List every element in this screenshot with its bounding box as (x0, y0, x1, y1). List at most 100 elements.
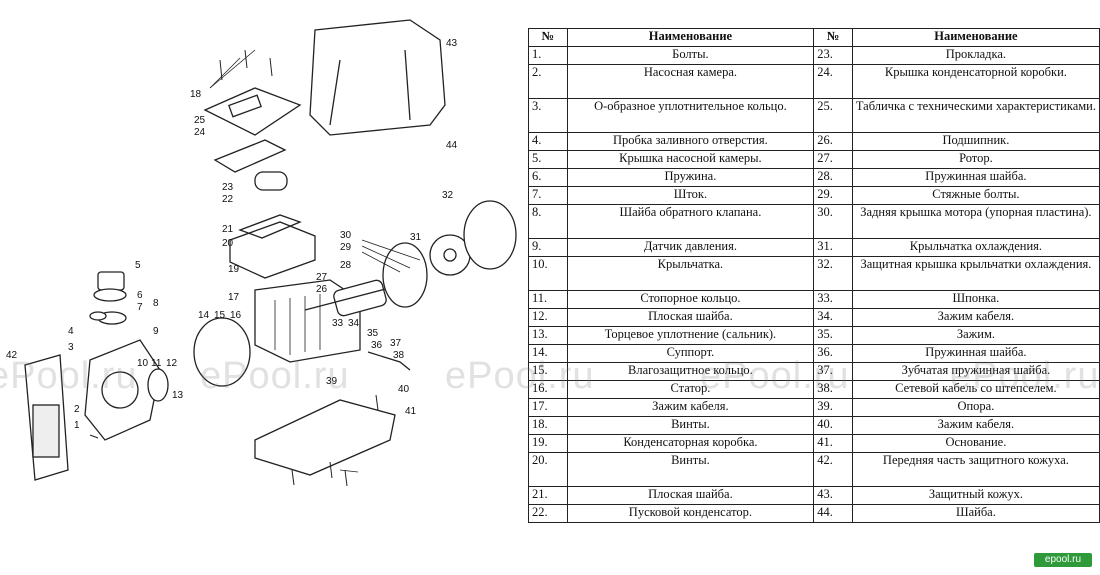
rear-motor-cover (382, 242, 428, 308)
table-row: 18.Винты.40.Зажим кабеля. (528, 416, 1100, 435)
part-name: Защитная крышка крыльчатки охлаждения. (851, 256, 1100, 291)
part-number: 6. (528, 168, 568, 187)
watermark-4: ePool.ru (700, 355, 850, 397)
part-number: 14. (528, 344, 568, 363)
callout-34: 34 (348, 318, 360, 329)
callout-5: 5 (135, 260, 141, 271)
callout-2: 2 (74, 404, 80, 415)
part-number: 32. (813, 256, 853, 291)
protective-cover-43 (309, 19, 446, 136)
part-number: 2. (528, 64, 568, 99)
callout-23: 23 (222, 182, 234, 193)
part-name: Опора. (851, 398, 1100, 417)
motor-stator-body (254, 279, 361, 363)
part-number: 19. (528, 434, 568, 453)
part-name: Пружинная шайба. (851, 344, 1100, 363)
rotor (333, 279, 387, 317)
part-number: 43. (813, 486, 853, 505)
callout-31: 31 (410, 232, 422, 243)
part-number: 8. (528, 204, 568, 239)
part-number: 28. (813, 168, 853, 187)
callout-8: 8 (153, 298, 159, 309)
part-number: 18. (528, 416, 568, 435)
table-row: 10.Крыльчатка.32.Защитная крышка крыльча… (528, 256, 1100, 291)
part-number: 41. (813, 434, 853, 453)
callout-33: 33 (332, 318, 344, 329)
part-name: Влагозащитное кольцо. (566, 362, 815, 381)
part-number: 9. (528, 238, 568, 257)
table-row: 5.Крышка насосной камеры.27.Ротор. (528, 150, 1100, 169)
header-name-2: Наименование (851, 28, 1100, 47)
exploded-pump-diagram: 1 2 3 4 5 6 7 8 9 10 11 12 13 14 15 16 1… (6, 19, 517, 487)
part-number: 17. (528, 398, 568, 417)
callout-40: 40 (398, 384, 410, 395)
table-row: 8.Шайба обратного клапана.30.Задняя крыш… (528, 204, 1100, 239)
table-row: 6.Пружина.28.Пружинная шайба. (528, 168, 1100, 187)
part-number: 10. (528, 256, 568, 291)
table-row: 4.Пробка заливного отверстия.26.Подшипни… (528, 132, 1100, 151)
table-row: 17.Зажим кабеля.39.Опора. (528, 398, 1100, 417)
callout-21: 21 (222, 224, 234, 235)
table-row: 21.Плоская шайба.43.Защитный кожух. (528, 486, 1100, 505)
watermark-2: ePool.ru (200, 355, 350, 397)
part-name: Конденсаторная коробка. (566, 434, 815, 453)
part-name: Шпонка. (851, 290, 1100, 309)
part-number: 30. (813, 204, 853, 239)
callout-44: 44 (446, 140, 458, 151)
callout-19: 19 (228, 264, 240, 275)
callout-24: 24 (194, 127, 206, 138)
callout-32: 32 (442, 190, 454, 201)
epool-logo[interactable]: epool.ru (1034, 553, 1092, 567)
callout-39: 39 (326, 376, 338, 387)
parts-table: № Наименование № Наименование 1.Болты.23… (528, 28, 1100, 523)
part-number: 39. (813, 398, 853, 417)
callout-16: 16 (230, 310, 242, 321)
header-num-1: № (528, 28, 568, 47)
part-name: Основание. (851, 434, 1100, 453)
table-row: 13.Торцевое уплотнение (сальник).35.Зажи… (528, 326, 1100, 345)
part-name: Зажим кабеля. (566, 398, 815, 417)
callout-42: 42 (6, 350, 18, 361)
callout-28: 28 (340, 260, 352, 271)
watermark-3: ePool.ru (445, 355, 595, 397)
table-row: 3.О-образное уплотнительное кольцо.25.Та… (528, 98, 1100, 133)
callout-43: 43 (446, 38, 458, 49)
part-number: 40. (813, 416, 853, 435)
part-name: Ротор. (851, 150, 1100, 169)
part-name: Шайба обратного клапана. (566, 204, 815, 239)
table-row: 11.Стопорное кольцо.33.Шпонка. (528, 290, 1100, 309)
callout-22: 22 (222, 194, 234, 205)
part-number: 29. (813, 186, 853, 205)
header-name-1: Наименование (566, 28, 815, 47)
callout-27: 27 (316, 272, 328, 283)
part-name: Стяжные болты. (851, 186, 1100, 205)
part-name: Крыльчатка. (566, 256, 815, 291)
impeller (147, 368, 169, 402)
part-number: 33. (813, 290, 853, 309)
part-name: Подшипник. (851, 132, 1100, 151)
part-number: 23. (813, 46, 853, 65)
fan-cover (463, 200, 517, 270)
part-number: 26. (813, 132, 853, 151)
callout-38: 38 (393, 350, 405, 361)
callout-6: 6 (137, 290, 143, 301)
part-name: Шток. (566, 186, 815, 205)
part-name: Крыльчатка охлаждения. (851, 238, 1100, 257)
part-name: Пробка заливного отверстия. (566, 132, 815, 151)
table-row: 9.Датчик давления.31.Крыльчатка охлажден… (528, 238, 1100, 257)
part-name: Болты. (566, 46, 815, 65)
callout-29: 29 (340, 242, 352, 253)
part-name: О-образное уплотнительное кольцо. (566, 98, 815, 133)
part-number: 5. (528, 150, 568, 169)
capacitor-box-cover (203, 87, 302, 136)
part-name: Защитный кожух. (851, 486, 1100, 505)
callout-9: 9 (153, 326, 159, 337)
callout-30: 30 (340, 230, 352, 241)
callout-13: 13 (172, 390, 184, 401)
part-number: 34. (813, 308, 853, 327)
part-number: 27. (813, 150, 853, 169)
table-row: 1.Болты.23.Прокладка. (528, 46, 1100, 65)
table-row: 22.Пусковой конденсатор.44.Шайба. (528, 504, 1100, 523)
part-number: 7. (528, 186, 568, 205)
part-name: Зажим. (851, 326, 1100, 345)
